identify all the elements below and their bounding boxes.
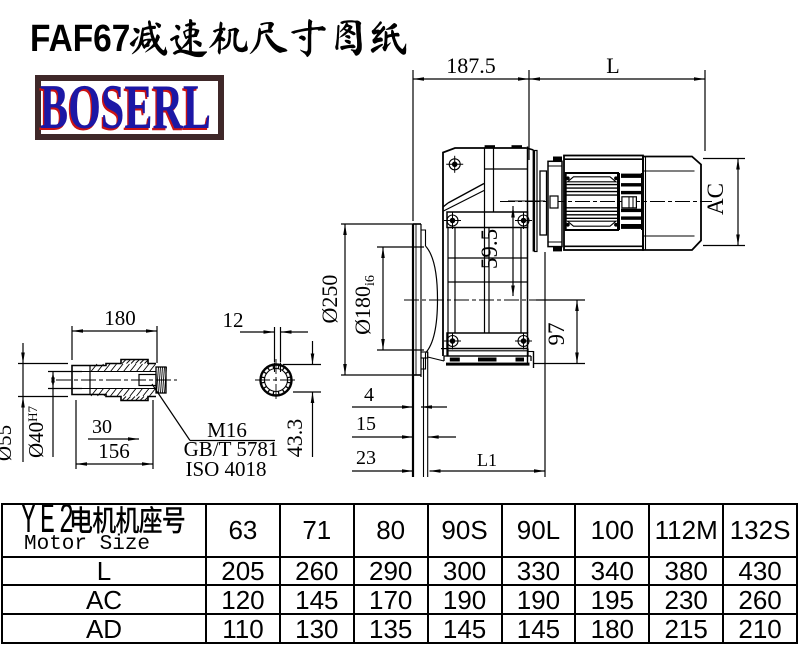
svg-text:97: 97: [544, 323, 569, 346]
svg-text:12: 12: [223, 308, 244, 332]
svg-text:L: L: [606, 53, 619, 78]
svg-text:Ø180i6: Ø180i6: [350, 275, 378, 335]
svg-text:GB/T 5781: GB/T 5781: [184, 437, 279, 461]
svg-text:156: 156: [98, 439, 130, 463]
svg-text:59.5: 59.5: [477, 229, 502, 269]
svg-text:23: 23: [356, 447, 376, 469]
svg-text:4: 4: [364, 384, 374, 406]
svg-text:Ø40H7: Ø40H7: [24, 405, 48, 458]
svg-text:30: 30: [92, 416, 112, 438]
svg-text:180: 180: [104, 306, 136, 330]
svg-text:AC: AC: [703, 183, 728, 215]
svg-text:15: 15: [356, 413, 376, 435]
svg-text:Ø55: Ø55: [0, 425, 16, 461]
svg-text:187.5: 187.5: [446, 53, 496, 78]
svg-text:L1: L1: [477, 450, 497, 470]
svg-text:ISO 4018: ISO 4018: [185, 457, 266, 481]
svg-text:Ø250: Ø250: [317, 275, 342, 324]
svg-text:43.3: 43.3: [282, 419, 307, 458]
svg-text:M16: M16: [207, 418, 247, 442]
